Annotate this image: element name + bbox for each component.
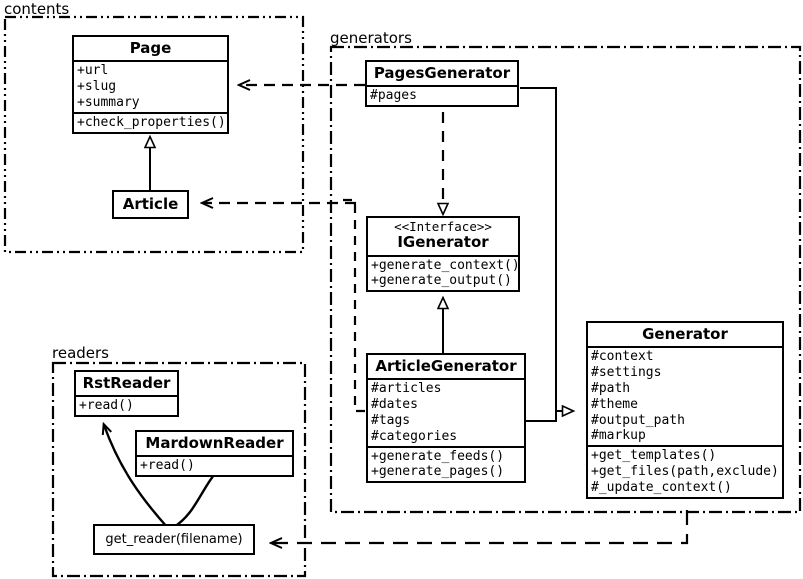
package-label-readers: readers bbox=[52, 344, 109, 362]
method-row: +get_files(path,exclude) bbox=[591, 464, 779, 480]
methods-compartment-generator: +get_templates() +get_files(path,exclude… bbox=[588, 445, 782, 497]
class-name-pages-generator: PagesGenerator bbox=[373, 64, 511, 82]
attribute-row: +slug bbox=[77, 79, 117, 95]
method-row: +generate_output() bbox=[371, 273, 512, 289]
method-row: +read() bbox=[140, 458, 195, 474]
stereotype-label-igenerator: <<Interface>> bbox=[394, 219, 492, 234]
attribute-row: #context bbox=[591, 349, 654, 365]
class-box-mardown-reader[interactable]: MardownReader +read() bbox=[135, 430, 294, 478]
attribute-row: #markup bbox=[591, 428, 646, 444]
class-name-generator: Generator bbox=[642, 325, 728, 343]
class-box-page[interactable]: Page +url +slug +summary +check_properti… bbox=[72, 35, 229, 134]
function-box-get-reader[interactable]: get_reader(filename) bbox=[93, 524, 255, 555]
attribute-row: #settings bbox=[591, 365, 662, 381]
attribute-row: #path bbox=[591, 380, 631, 396]
class-box-pages-generator[interactable]: PagesGenerator #pages bbox=[365, 60, 519, 108]
function-label-get-reader: get_reader(filename) bbox=[105, 532, 243, 547]
attributes-compartment-pages-generator: #pages bbox=[367, 85, 517, 105]
class-name-rst-reader: RstReader bbox=[82, 374, 171, 392]
class-name-page: Page bbox=[129, 39, 172, 57]
class-box-generator[interactable]: Generator #context #settings #path #them… bbox=[586, 321, 784, 499]
methods-compartment-rst-reader: +read() bbox=[76, 395, 177, 415]
package-frame-readers bbox=[51, 361, 307, 578]
attributes-compartment-generator: #context #settings #path #theme #output_… bbox=[588, 346, 782, 445]
package-label-contents: contents bbox=[4, 0, 70, 18]
class-box-article[interactable]: Article bbox=[112, 190, 189, 220]
attribute-row: #output_path bbox=[591, 412, 685, 428]
generators-inner-guide bbox=[343, 198, 366, 413]
class-box-igenerator[interactable]: <<Interface>> IGenerator +generate_conte… bbox=[366, 216, 520, 293]
method-row: #_update_context() bbox=[591, 480, 732, 496]
method-row: +get_templates() bbox=[591, 448, 717, 464]
attributes-compartment-article-generator: #articles #dates #tags #categories bbox=[368, 378, 524, 445]
attribute-row: #theme bbox=[591, 396, 638, 412]
method-row: +generate_pages() bbox=[371, 464, 505, 480]
attribute-row: #pages bbox=[370, 88, 417, 104]
attribute-row: #tags bbox=[371, 412, 411, 428]
method-row: +generate_context() bbox=[371, 257, 520, 273]
methods-compartment-page: +check_properties() bbox=[74, 111, 227, 132]
method-row: +generate_feeds() bbox=[371, 448, 505, 464]
class-name-article: Article bbox=[122, 195, 179, 213]
attribute-row: #articles bbox=[371, 381, 442, 397]
edge-articlegenerator-generalizes-generator bbox=[526, 411, 557, 422]
method-row: +check_properties() bbox=[77, 114, 226, 130]
attribute-row: +url bbox=[77, 63, 109, 79]
methods-compartment-article-generator: +generate_feeds() +generate_pages() bbox=[368, 445, 524, 482]
method-row: +read() bbox=[79, 398, 134, 414]
class-box-article-generator[interactable]: ArticleGenerator #articles #dates #tags … bbox=[366, 353, 526, 484]
attribute-row: #categories bbox=[371, 428, 458, 444]
class-name-mardown-reader: MardownReader bbox=[145, 434, 284, 452]
package-frame-generators bbox=[329, 45, 802, 514]
package-frame-contents bbox=[3, 15, 305, 254]
class-name-article-generator: ArticleGenerator bbox=[375, 357, 517, 375]
edge-generator-depends-get-reader bbox=[272, 510, 689, 543]
attributes-compartment-page: +url +slug +summary bbox=[74, 60, 227, 112]
attribute-row: +summary bbox=[77, 94, 140, 110]
edge-get-reader-creates-rstreader bbox=[104, 425, 168, 528]
class-box-rst-reader[interactable]: RstReader +read() bbox=[74, 370, 179, 418]
methods-compartment-igenerator: +generate_context() +generate_output() bbox=[368, 254, 520, 291]
edge-pagesgenerator-generalizes-generator bbox=[520, 87, 573, 411]
package-label-generators: generators bbox=[330, 29, 412, 47]
class-name-igenerator: IGenerator bbox=[397, 233, 489, 252]
attribute-row: #dates bbox=[371, 397, 418, 413]
methods-compartment-mardown-reader: +read() bbox=[137, 455, 292, 475]
